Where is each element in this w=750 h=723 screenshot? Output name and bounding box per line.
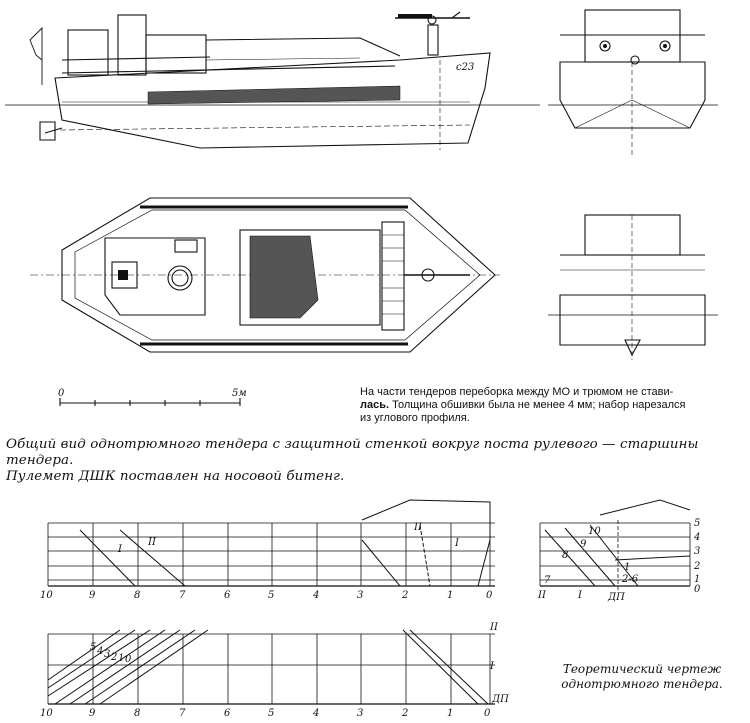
station-label: 7 bbox=[179, 590, 186, 601]
bottom-label: II bbox=[537, 590, 547, 601]
note-line-3: из углового профиля. bbox=[360, 412, 470, 424]
station-label: 4 bbox=[312, 708, 319, 719]
caption-line-1: Общий вид однотрюмного тендера с защитно… bbox=[6, 437, 699, 468]
waterline-label: 5 bbox=[90, 642, 96, 653]
waterline-label: 0 bbox=[125, 654, 132, 665]
frame-label: 7 bbox=[544, 575, 551, 586]
construction-note: На части тендеров переборка между МО и т… bbox=[360, 386, 745, 425]
station-label: 7 bbox=[179, 708, 186, 719]
scale-start: 0 bbox=[58, 388, 65, 399]
theoretical-caption: Теоретический чертеж однотрюмного тендер… bbox=[542, 662, 742, 692]
station-label: 1 bbox=[447, 590, 453, 601]
station-label: 8 bbox=[134, 708, 140, 719]
station-label: 0 bbox=[486, 590, 493, 601]
station-label: 3 bbox=[357, 708, 363, 719]
section-label: II bbox=[413, 522, 423, 533]
bottom-label: ДП bbox=[607, 592, 625, 603]
hull-number: с23 bbox=[456, 62, 474, 73]
station-label: 2 bbox=[401, 590, 408, 601]
section-label: II bbox=[147, 537, 157, 548]
profile-station-labels: 10 9 8 7 6 5 4 3 2 1 0 I II II I bbox=[40, 522, 493, 601]
plan-station-labels: 10 9 8 7 6 5 4 3 2 1 0 II I ДП 5 4 3 2 1… bbox=[40, 622, 509, 719]
waterline-label: 4 bbox=[693, 532, 700, 543]
waterline-label: 0 bbox=[694, 584, 701, 595]
theoretical-line-2: однотрюмного тендера. bbox=[561, 677, 723, 691]
deck-plan bbox=[30, 197, 500, 353]
note-line-2: лась. Толщина обшивки была не менее 4 мм… bbox=[360, 399, 745, 412]
station-label: 1 bbox=[447, 708, 453, 719]
side-elevation bbox=[5, 11, 540, 150]
station-label: 4 bbox=[312, 590, 319, 601]
station-label: 9 bbox=[89, 708, 96, 719]
frame-label: 9 bbox=[580, 539, 587, 550]
waterline-label: 4 bbox=[96, 646, 103, 657]
waterline-label: 3 bbox=[104, 649, 110, 660]
plan-label: ДП bbox=[491, 694, 509, 705]
waterline-label: 2 bbox=[110, 652, 117, 663]
station-label: 5 bbox=[268, 708, 274, 719]
front-view bbox=[548, 9, 718, 155]
station-label: 6 bbox=[224, 708, 231, 719]
section-label: I bbox=[117, 544, 123, 555]
hull-detail-fills bbox=[118, 14, 667, 280]
waterline-label: 5 bbox=[694, 518, 700, 529]
waterline-label: 1 bbox=[694, 574, 700, 585]
plan-label: II bbox=[489, 622, 499, 633]
waterline-label: 3 bbox=[694, 546, 700, 557]
waterline-label: 2 bbox=[693, 561, 700, 572]
station-label: 6 bbox=[224, 590, 231, 601]
stern-view bbox=[548, 214, 718, 360]
lines-profile bbox=[47, 499, 495, 587]
figure-caption: Общий вид однотрюмного тендера с защитно… bbox=[6, 437, 746, 485]
note-bold: лась. bbox=[360, 399, 390, 411]
station-label: 10 bbox=[40, 708, 53, 719]
plan-label: I bbox=[489, 661, 495, 672]
frame-label: 8 bbox=[562, 550, 568, 561]
waterline-label: 1 bbox=[118, 653, 124, 664]
note-rest: Толщина обшивки была не менее 4 мм; набо… bbox=[389, 399, 686, 411]
body-plan bbox=[539, 499, 691, 590]
frame-label: 10 bbox=[588, 526, 601, 537]
caption-line-2: Пулемет ДШК поставлен на носовой битенг. bbox=[6, 469, 345, 484]
theoretical-line-1: Теоретический чертеж bbox=[562, 662, 722, 676]
bottom-label: I bbox=[577, 590, 583, 601]
station-label: 2 bbox=[401, 708, 408, 719]
frame-label: 1 bbox=[624, 562, 630, 573]
station-label: 0 bbox=[484, 708, 491, 719]
body-plan-labels: 5 4 3 2 1 0 10 9 8 1 2-6 7 II I ДП bbox=[537, 518, 701, 603]
frame-label: 2-6 bbox=[621, 574, 639, 585]
note-line-1: На части тендеров переборка между МО и т… bbox=[360, 386, 674, 398]
scale-bar bbox=[59, 398, 241, 406]
scale-end: 5м bbox=[232, 388, 247, 399]
station-label: 3 bbox=[357, 590, 363, 601]
lines-half-breadth bbox=[47, 629, 495, 705]
section-label: I bbox=[454, 538, 460, 549]
station-label: 8 bbox=[134, 590, 140, 601]
station-label: 5 bbox=[268, 590, 274, 601]
station-label: 10 bbox=[40, 590, 53, 601]
station-label: 9 bbox=[89, 590, 96, 601]
